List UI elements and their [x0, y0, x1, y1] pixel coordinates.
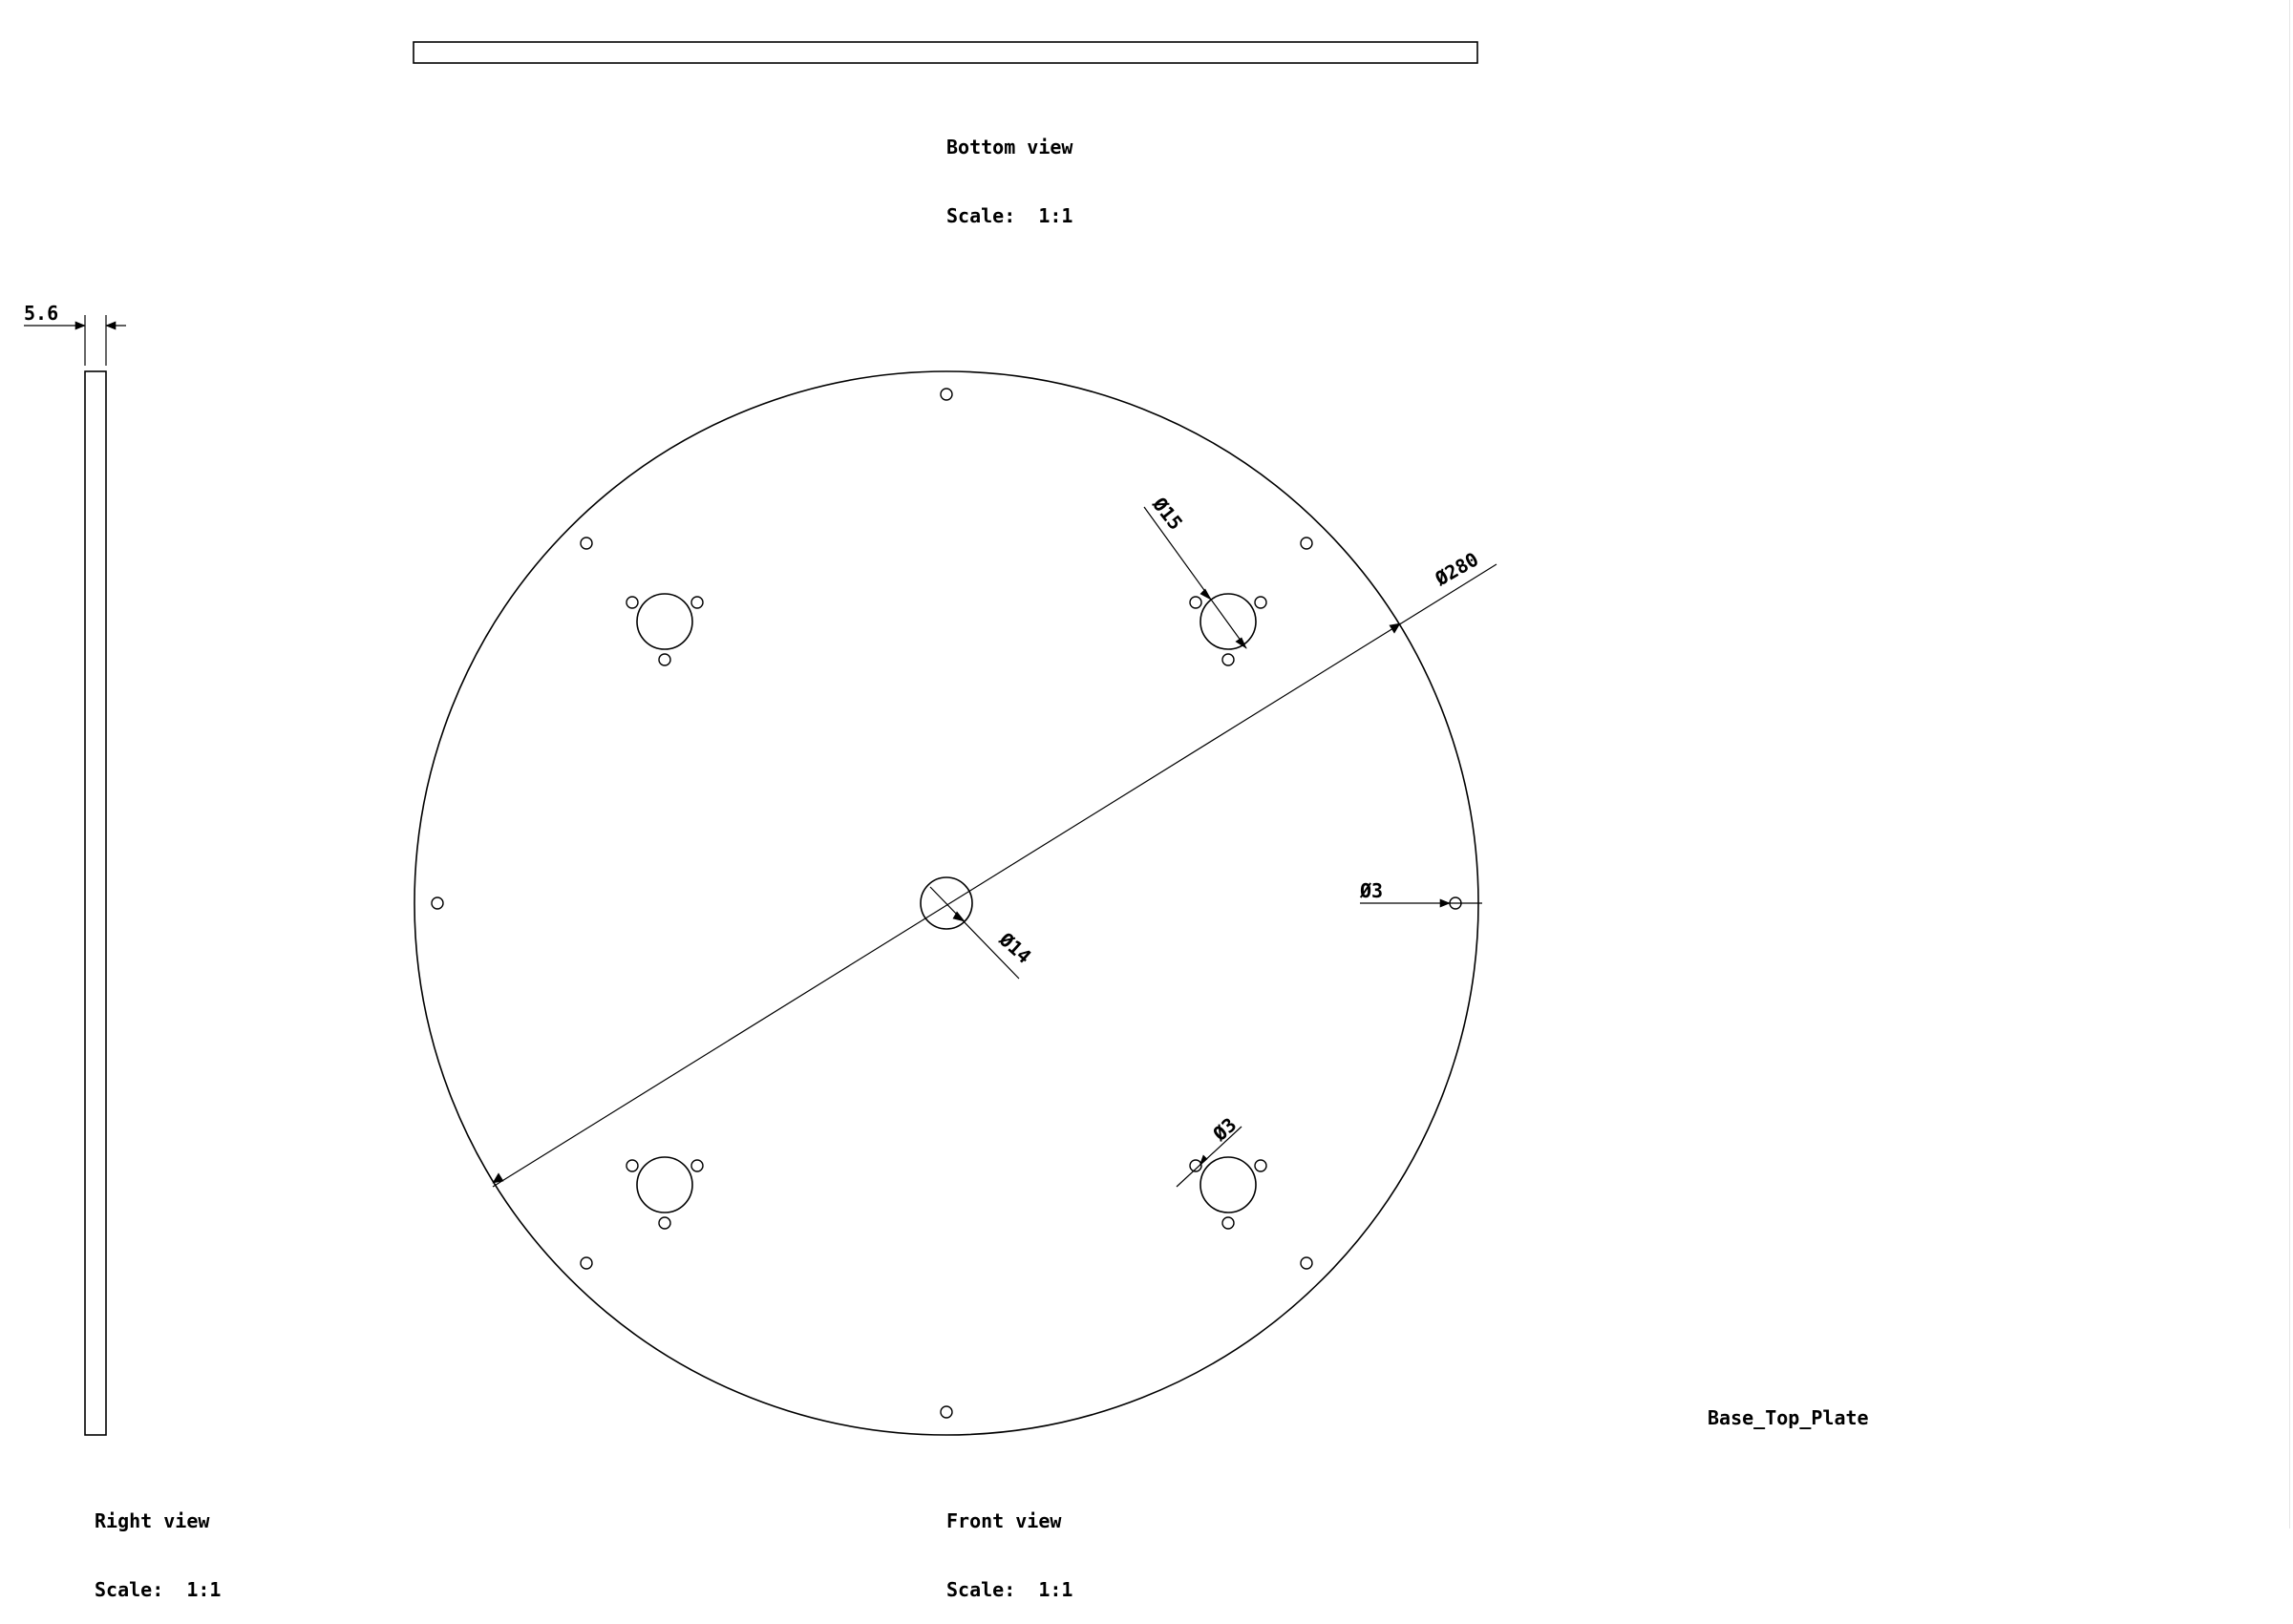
boss-small-hole — [690, 1159, 704, 1172]
bottom-view-caption: Bottom view Scale: 1:1 — [946, 90, 1072, 250]
boss-hole-label: Ø15 — [1147, 493, 1187, 535]
boss-small-hole — [1189, 596, 1202, 609]
center-hole-arrow — [952, 911, 966, 922]
center-hole-dim-line — [929, 886, 1020, 980]
boss-small-hole-arrow — [1199, 1154, 1208, 1167]
mounting-boss-bottom-left — [626, 1156, 704, 1230]
right-view-profile — [84, 370, 107, 1436]
boss-small-hole — [658, 653, 671, 666]
boss-hole — [636, 1156, 693, 1213]
rim-hole — [940, 1405, 953, 1419]
center-hole-dimension: Ø14 — [929, 886, 1036, 980]
rim-hole — [1300, 537, 1313, 550]
right-view: 5.6 — [24, 302, 126, 1436]
thickness-arrow-left — [74, 321, 86, 330]
boss-small-hole — [626, 596, 639, 609]
boss-small-hole — [1221, 1216, 1235, 1230]
boss-hole — [636, 593, 693, 650]
boss-small-hole-label: Ø3 — [1208, 1113, 1242, 1147]
boss-hole-arrow-bottom — [1235, 637, 1247, 649]
rim-hole — [940, 388, 953, 401]
boss-hole-arrow-top — [1200, 588, 1212, 601]
plate-diameter-arrow-ne — [1389, 622, 1401, 634]
rim-hole — [580, 537, 593, 550]
mounting-boss-top-left — [626, 593, 704, 666]
center-hole-label: Ø14 — [994, 927, 1036, 968]
rim-hole-label: Ø3 — [1359, 879, 1383, 902]
boss-hole-dim-line — [1143, 506, 1247, 649]
boss-small-hole — [658, 1216, 671, 1230]
rim-hole — [431, 896, 444, 910]
boss-small-hole — [1254, 1159, 1267, 1172]
boss-small-hole-dimension: Ø3 — [1176, 1113, 1242, 1188]
boss-hole — [1200, 1156, 1257, 1213]
mounting-boss-bottom-right — [1189, 1156, 1267, 1230]
center-hole — [920, 876, 973, 930]
boss-small-hole — [1189, 1159, 1202, 1172]
boss-hole — [1200, 593, 1257, 650]
boss-small-hole — [690, 596, 704, 609]
part-name: Base_Top_Plate — [1708, 1360, 1869, 1452]
thickness-arrow-right — [105, 321, 117, 330]
plate-diameter-label: Ø280 — [1431, 547, 1483, 590]
plate-diameter-dimension: Ø280 — [492, 547, 1497, 1188]
thickness-dimension: 5.6 — [24, 302, 58, 325]
part-name-label: Base_Top_Plate — [1708, 1406, 1869, 1429]
front-view-scale: Scale: 1:1 — [946, 1578, 1073, 1601]
rim-hole-arrow — [1439, 898, 1451, 908]
boss-small-hole — [626, 1159, 639, 1172]
boss-hole-dimension: Ø15 — [1143, 493, 1247, 649]
boss-small-hole — [1254, 596, 1267, 609]
boss-small-hole — [1221, 653, 1235, 666]
right-view-caption: Right view Scale: 1:1 — [95, 1464, 221, 1624]
plate-diameter-arrow-sw — [492, 1172, 504, 1184]
bottom-view — [413, 41, 1478, 64]
right-view-title: Right view — [95, 1509, 210, 1532]
bottom-view-scale: Scale: 1:1 — [946, 204, 1073, 227]
plate-diameter-line — [492, 563, 1497, 1188]
rim-hole-dimension: Ø3 — [1359, 879, 1482, 908]
right-view-scale: Scale: 1:1 — [95, 1578, 222, 1601]
technical-drawing: 5.6 — [24, 41, 1497, 1436]
mounting-boss-top-right — [1189, 593, 1267, 666]
front-view-title: Front view — [946, 1509, 1062, 1532]
front-view-caption: Front view Scale: 1:1 — [946, 1464, 1072, 1624]
sheet-edge-divider — [2289, 0, 2290, 1529]
bottom-view-profile — [413, 41, 1478, 64]
bottom-view-title: Bottom view — [946, 136, 1073, 158]
front-view: Ø280 Ø14 Ø15 Ø3 Ø3 — [414, 370, 1497, 1436]
rim-hole — [1300, 1256, 1313, 1270]
boss-small-hole-dim-line — [1176, 1126, 1242, 1188]
rim-hole — [580, 1256, 593, 1270]
